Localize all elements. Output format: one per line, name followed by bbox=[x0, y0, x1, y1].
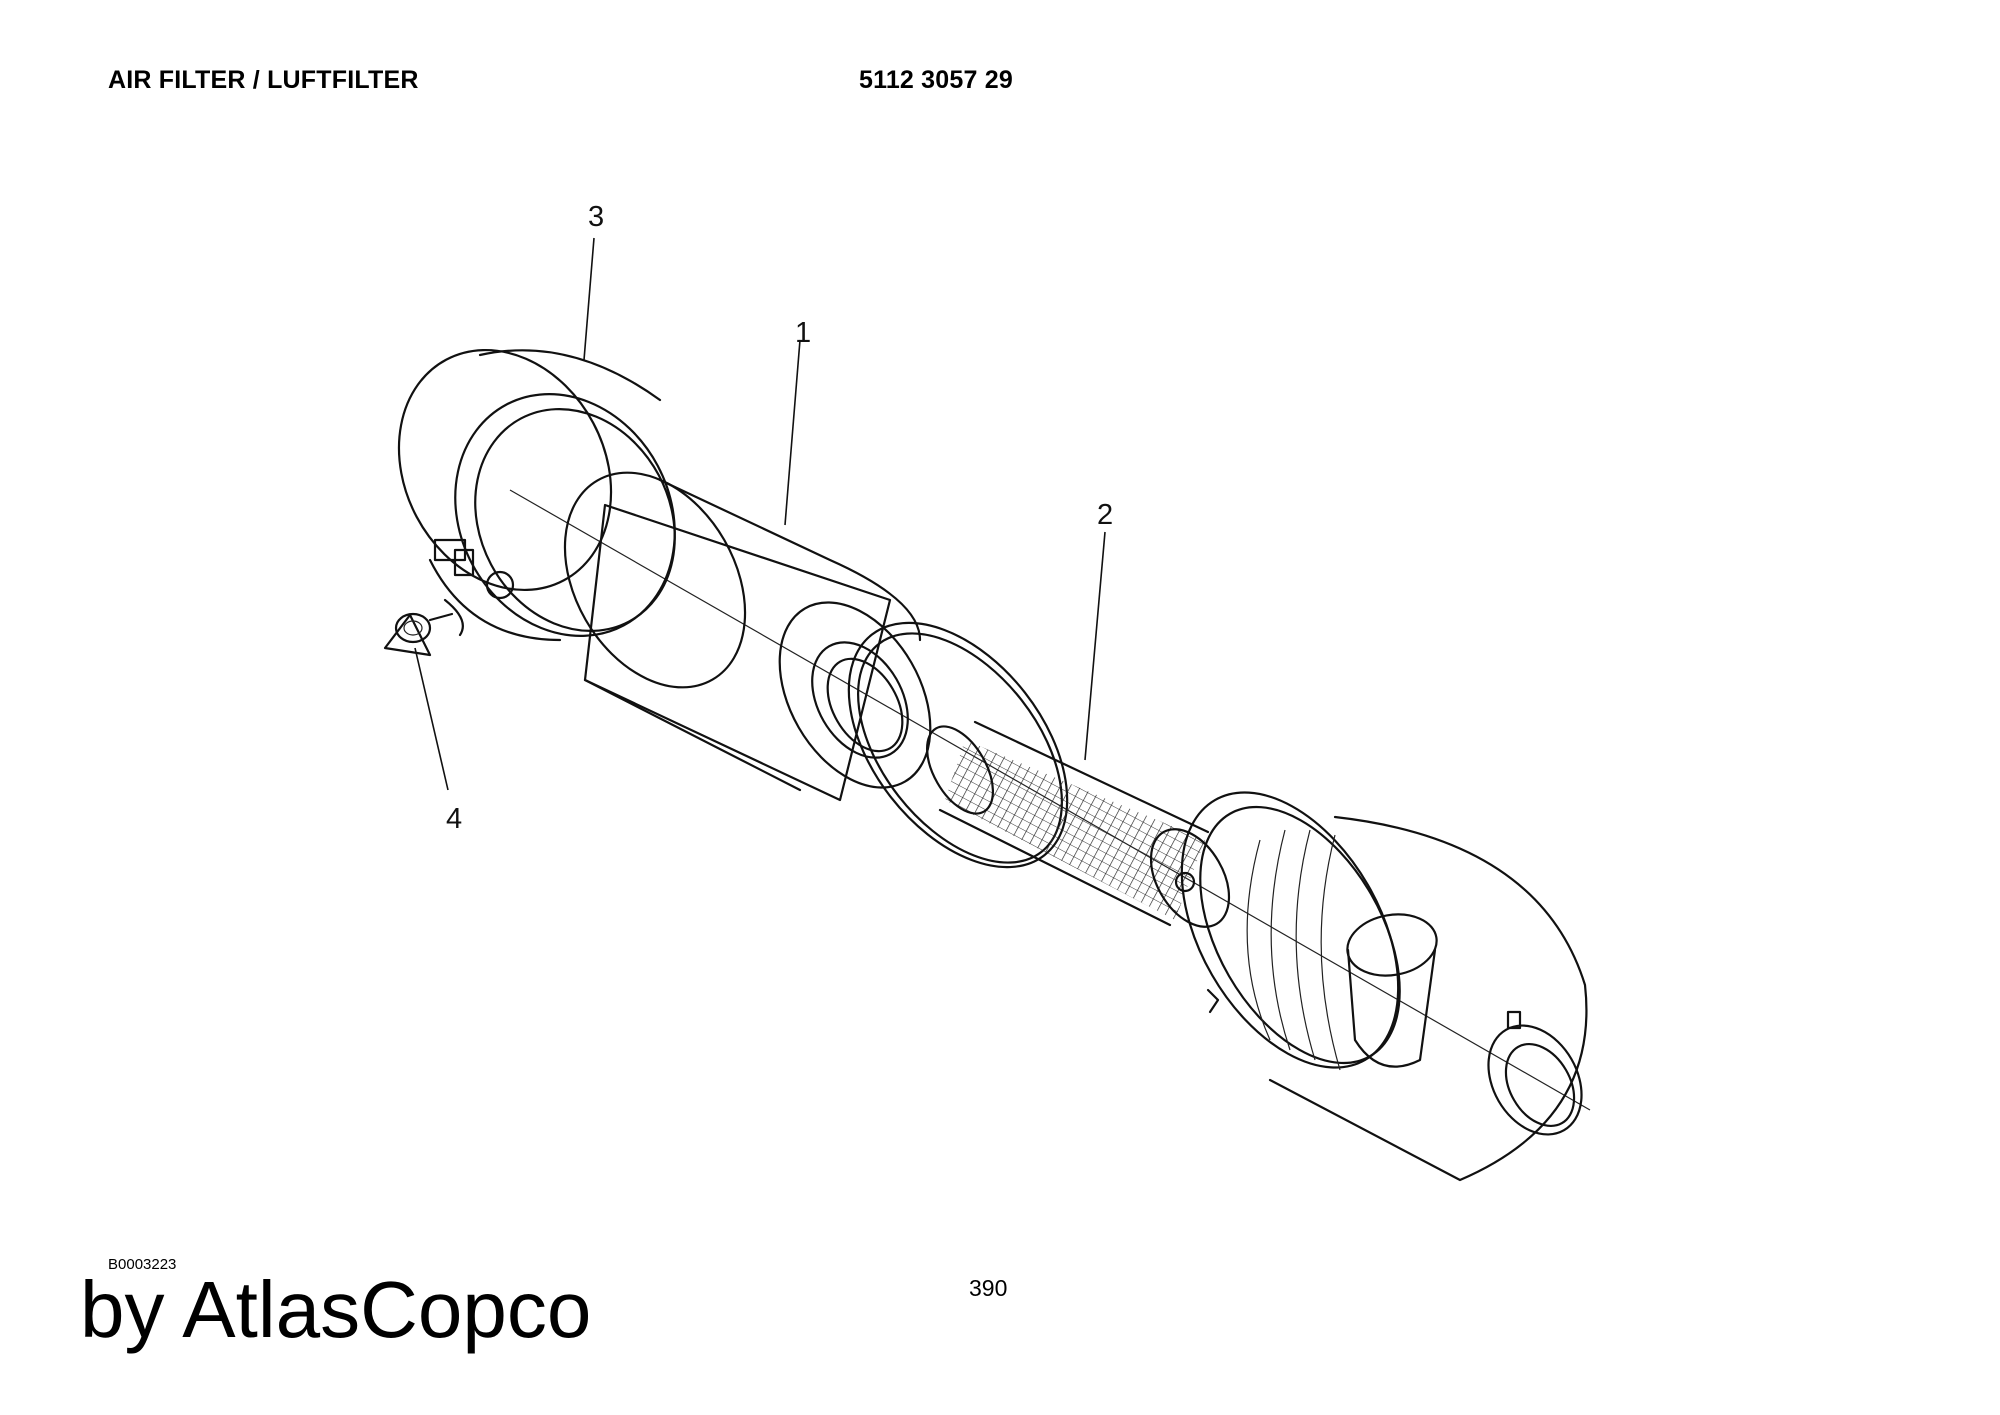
callout-2: 2 bbox=[1097, 499, 1113, 531]
brand-text: by AtlasCopco bbox=[80, 1265, 592, 1354]
vacuator-valve-part bbox=[383, 598, 464, 657]
safety-filter-element-part bbox=[925, 720, 1231, 928]
page-number: 390 bbox=[969, 1275, 1008, 1301]
callout-4: 4 bbox=[446, 803, 462, 835]
main-filter-element-part bbox=[563, 471, 932, 802]
leader-line-4 bbox=[414, 647, 449, 791]
part-number: 5112 3057 29 bbox=[859, 66, 1013, 94]
leader-line-1 bbox=[784, 339, 801, 526]
dust-cover-part bbox=[397, 348, 676, 642]
filter-housing-part bbox=[1180, 791, 1588, 1182]
page-title: AIR FILTER / LUFTFILTER bbox=[108, 66, 419, 94]
drawing-code: B0003223 bbox=[108, 1256, 177, 1273]
leader-line-3 bbox=[583, 237, 595, 361]
gasket-ring-part bbox=[847, 621, 1069, 869]
leader-line-2 bbox=[1084, 531, 1106, 761]
callout-3: 3 bbox=[588, 201, 604, 233]
callout-1: 1 bbox=[795, 317, 811, 349]
